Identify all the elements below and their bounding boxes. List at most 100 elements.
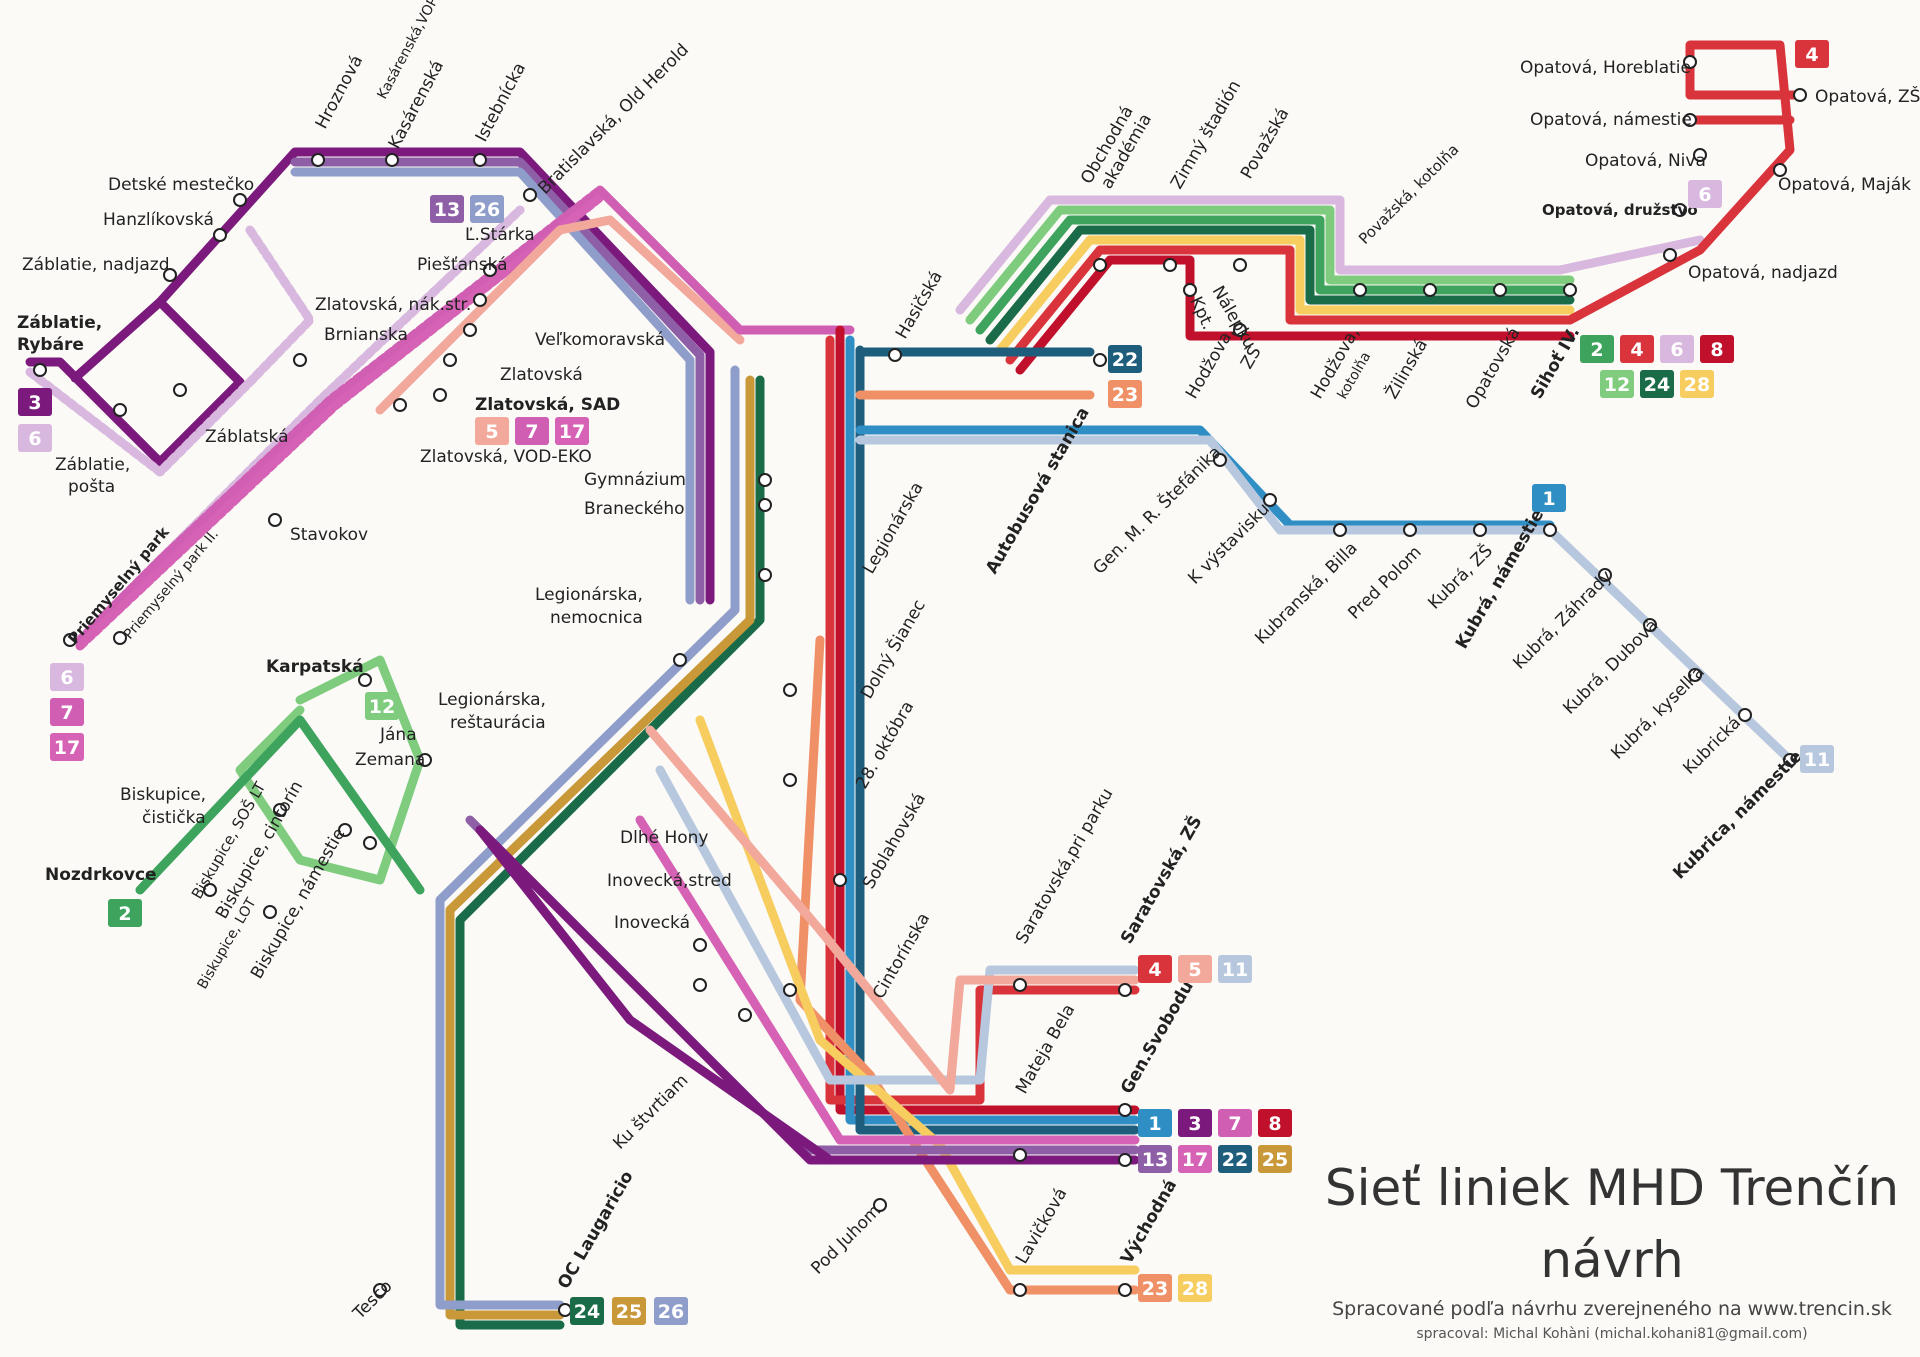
stop-label-zablatie-nadjazd: Záblatie, nadjazd <box>22 255 170 275</box>
stop-label-gymnazium: Gymnázium <box>584 470 686 490</box>
map-title: Sieť liniek MHD Trenčín <box>1325 1159 1899 1217</box>
line-badge-number: 8 <box>1710 339 1723 361</box>
line-badge-26: 26 <box>654 1297 688 1325</box>
route-line-26 <box>290 167 695 605</box>
stop-marker <box>385 153 399 167</box>
line-badge-4: 4 <box>1795 40 1829 68</box>
route-line-26 <box>435 365 740 1310</box>
route-line-8 <box>835 325 1140 1115</box>
line-badge-bg <box>475 417 509 445</box>
stop-markers <box>33 55 1807 1317</box>
stop-label-kubra-dubova: Kubrá, Dubová <box>1559 616 1662 719</box>
route-line-7 <box>595 185 855 335</box>
route-line-11 <box>655 765 1140 1085</box>
stop-marker <box>888 348 902 362</box>
stop-label-pod-juhom: Pod Juhom <box>807 1201 885 1279</box>
route-line-12 <box>235 655 425 885</box>
stop-label-kubra-kyselka: Kubrá, kyselka <box>1607 662 1708 763</box>
stop-marker <box>1793 88 1807 102</box>
stop-label-zlatovska-nak: Zlatovská, nák.str. <box>315 295 471 315</box>
line-badge-bg <box>555 417 589 445</box>
route-line-4 <box>825 335 1140 1105</box>
stop-marker <box>693 978 707 992</box>
line-badge-bg <box>1218 1145 1252 1173</box>
line-badge-bg <box>50 733 84 761</box>
stop-label-zlatovska-vod: Zlatovská, VOD-EKO <box>420 447 592 467</box>
stop-marker <box>1738 708 1752 722</box>
line-badge-number: 8 <box>1268 1113 1281 1135</box>
stop-marker <box>1353 283 1367 297</box>
stop-marker <box>1163 258 1177 272</box>
stop-label-nozdrkovce: Nozdrkovce <box>45 865 157 885</box>
line-badge-number: 17 <box>54 737 80 759</box>
stop-marker <box>1423 283 1437 297</box>
stop-marker <box>1683 55 1697 69</box>
stop-label-bratislavska: Bratislavská, Old Herold <box>534 40 693 199</box>
line-badge-number: 23 <box>1112 384 1138 406</box>
line-badge-bg <box>1138 1109 1172 1137</box>
stop-marker <box>693 938 707 952</box>
line-badge-number: 4 <box>1805 44 1818 66</box>
stop-label-detske-mestecko: Detské mestečko <box>108 175 254 195</box>
line-badge-bg <box>470 195 504 223</box>
line-badge-25: 25 <box>612 1297 646 1325</box>
route-line-24 <box>985 225 1575 345</box>
stop-marker <box>1543 523 1557 537</box>
line-badge-6: 6 <box>1660 335 1694 363</box>
stop-marker <box>673 653 687 667</box>
stop-marker <box>1118 1283 1132 1297</box>
line-badge-number: 5 <box>485 421 498 443</box>
stop-marker <box>473 293 487 307</box>
stop-marker <box>758 568 772 582</box>
stop-marker <box>268 513 282 527</box>
stop-marker <box>1013 978 1027 992</box>
line-badge-bg <box>1640 370 1674 398</box>
route-line-4 <box>1005 40 1795 365</box>
route-line-2 <box>975 215 1575 335</box>
line-badge-bg <box>1218 955 1252 983</box>
line-badge-number: 12 <box>369 696 395 718</box>
stop-marker <box>63 633 77 647</box>
line-badge-number: 1 <box>1542 488 1555 510</box>
line-badge-bg <box>1795 40 1829 68</box>
stop-marker <box>1013 1148 1027 1162</box>
line-badge-number: 25 <box>1262 1149 1288 1171</box>
line-badge-number: 4 <box>1148 959 1161 981</box>
route-line-7 <box>75 185 605 645</box>
route-line-17 <box>75 191 607 651</box>
stop-marker <box>758 498 772 512</box>
line-badge-number: 28 <box>1684 374 1710 396</box>
line-badge-number: 22 <box>1112 349 1138 371</box>
line-badge-bg <box>1218 1109 1252 1137</box>
map-subtitle: návrh <box>1540 1231 1683 1289</box>
line-badge-24: 24 <box>570 1297 604 1325</box>
stop-label-l-starka: Ľ.Stárka <box>465 225 535 245</box>
route-line-8 <box>1015 255 1575 375</box>
stop-label-hasicska: Hasičská <box>892 268 947 343</box>
stop-label-zlatovska-sad: Zlatovská, SAD <box>475 395 620 415</box>
stop-label-ku-stvrtiam: Ku štvrtiam <box>609 1071 692 1154</box>
route-line-13 <box>290 157 705 605</box>
stop-label-opatova-druzstvo: Opatová, družstvo <box>1542 201 1698 219</box>
line-badge-1: 1 <box>1138 1109 1172 1137</box>
line-badge-number: 22 <box>1222 1149 1248 1171</box>
line-badge-3: 3 <box>1178 1109 1212 1137</box>
line-badge-number: 3 <box>28 392 41 414</box>
stop-marker <box>1183 283 1197 297</box>
stop-marker <box>338 823 352 837</box>
stop-marker <box>783 773 797 787</box>
stop-label-kubricka: Kubrická <box>1679 713 1745 779</box>
line-badge-22: 22 <box>1218 1145 1252 1173</box>
stop-marker <box>1093 353 1107 367</box>
map-title-block: Sieť liniek MHD Trenčín návrh Spracované… <box>1325 1159 1899 1342</box>
line-badge-bg <box>365 692 399 720</box>
stop-marker <box>738 1008 752 1022</box>
line-badge-bg <box>1680 370 1714 398</box>
line-badge-bg <box>1532 484 1566 512</box>
stop-marker <box>1093 258 1107 272</box>
line-badge-bg <box>1700 335 1734 363</box>
stop-label-k-vystavisku: K výstavisku <box>1184 499 1273 588</box>
stop-label-inovecka-stred: Inovecká,stred <box>607 871 732 891</box>
stop-marker <box>1683 113 1697 127</box>
line-badge-3: 3 <box>18 388 52 416</box>
